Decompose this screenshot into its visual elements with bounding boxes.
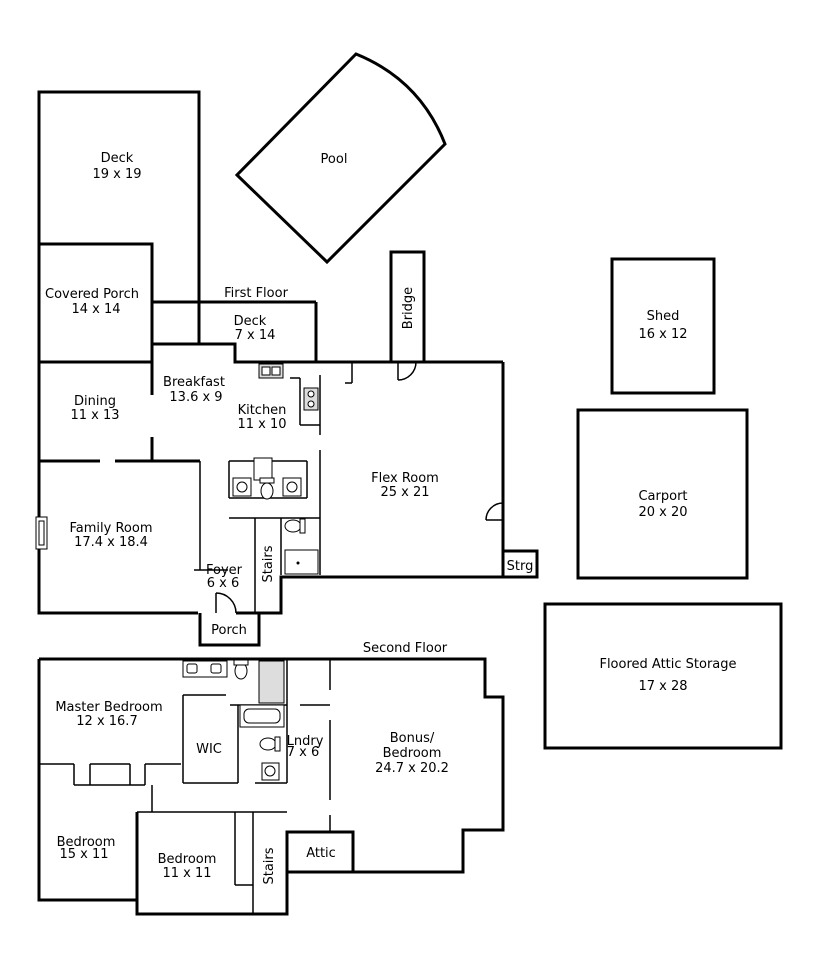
sink-basin-icon (210, 663, 222, 674)
flex-room-name: Flex Room (371, 471, 439, 486)
bedroom-mid-name: Bedroom (158, 852, 217, 867)
stairs-second-label: Stairs (262, 847, 277, 884)
sink-basin-icon (236, 481, 248, 493)
attic-label: Attic (306, 846, 336, 861)
bathtub-basin-icon (243, 708, 281, 724)
first-bath-fixtures (232, 457, 319, 575)
sink-basin-icon (264, 765, 276, 777)
first-floor-title: First Floor (224, 286, 288, 301)
deck-large: Deck 19 x 19 (37, 90, 201, 302)
shed-name: Shed (647, 309, 680, 324)
master-bedroom-name: Master Bedroom (55, 700, 162, 715)
bridge-label: Bridge (401, 287, 416, 329)
stairs-first-label: Stairs (261, 545, 276, 582)
deck-large-name: Deck (101, 151, 134, 166)
bonus-name-line1: Bonus/ (390, 731, 435, 746)
first-floor-interior (39, 362, 504, 614)
foyer-name: Foyer (206, 563, 243, 578)
sink-basin-icon (186, 663, 198, 674)
family-room-name: Family Room (70, 521, 153, 536)
toilet-tank-icon (299, 518, 306, 534)
bedroom-mid-dims: 11 x 11 (162, 866, 211, 881)
master-bedroom-dims: 12 x 16.7 (76, 714, 137, 729)
family-room-dims: 17.4 x 18.4 (74, 535, 148, 550)
second-floor-interior (39, 659, 331, 914)
carport-name: Carport (638, 489, 687, 504)
kitchen-dims: 11 x 10 (237, 417, 286, 432)
bedroom-left-name: Bedroom (57, 835, 116, 850)
toilet-icon (284, 519, 302, 533)
dining-name: Dining (74, 394, 116, 409)
covered-porch-dims: 14 x 14 (71, 302, 120, 317)
bridge: Bridge (389, 250, 426, 381)
first-floor-walls (37, 342, 539, 647)
covered-porch-name: Covered Porch (45, 287, 139, 302)
laundry-name: Lndry (287, 734, 324, 749)
laundry-dims: 7 x 6 (287, 745, 320, 760)
dining-dims: 11 x 13 (70, 408, 119, 423)
wic-label: WIC (196, 742, 222, 757)
deck-small-name: Deck (234, 314, 267, 329)
deck-small-dims: 7 x 14 (235, 328, 276, 343)
attic-storage-name: Floored Attic Storage (599, 657, 736, 672)
breakfast-dims: 13.6 x 9 (169, 390, 222, 405)
second-floor-title: Second Floor (363, 641, 448, 656)
pool: Pool (234, 52, 447, 265)
sink-basin-icon (286, 481, 298, 493)
carport-dims: 20 x 20 (638, 505, 687, 520)
deck-small: Deck 7 x 14 (152, 302, 318, 362)
attic-storage: Floored Attic Storage 17 x 28 (543, 602, 783, 750)
kitchen-name: Kitchen (238, 403, 287, 418)
second-bath-fixtures (182, 659, 285, 781)
deck-large-dims: 19 x 19 (92, 167, 141, 182)
strg-label: Strg (507, 559, 534, 574)
shower-icon (284, 549, 319, 575)
shower-icon (258, 660, 285, 704)
burner-icon (307, 400, 315, 408)
toilet-tank-icon (233, 659, 249, 666)
breakfast-name: Breakfast (163, 375, 225, 390)
carport: Carport 20 x 20 (576, 408, 749, 580)
sink-basin-icon (271, 366, 281, 376)
shed-dims: 16 x 12 (638, 327, 687, 342)
covered-porch: Covered Porch 14 x 14 (37, 242, 316, 362)
stove-icon (303, 387, 319, 411)
shower-drain-icon (296, 561, 300, 565)
sink-basin-icon (261, 366, 271, 376)
kitchen-fixtures (258, 363, 320, 426)
flex-room-dims: 25 x 21 (380, 485, 429, 500)
toilet-icon (260, 482, 274, 500)
burner-icon (307, 390, 315, 398)
toilet-icon (259, 737, 277, 751)
toilet-tank-icon (274, 736, 281, 752)
bonus-dims: 24.7 x 20.2 (375, 761, 449, 776)
toilet-tank-icon (259, 477, 275, 484)
foyer-dims: 6 x 6 (207, 576, 240, 591)
porch-label: Porch (211, 623, 247, 638)
bedroom-left-dims: 15 x 11 (59, 847, 108, 862)
pool-label: Pool (321, 152, 348, 167)
fireplace-icon (35, 516, 48, 550)
shed: Shed 16 x 12 (610, 257, 716, 395)
attic-storage-dims: 17 x 28 (638, 679, 687, 694)
bonus-name-line2: Bedroom (383, 746, 442, 761)
second-floor-walls (37, 657, 505, 916)
vanity-icon (253, 457, 273, 481)
